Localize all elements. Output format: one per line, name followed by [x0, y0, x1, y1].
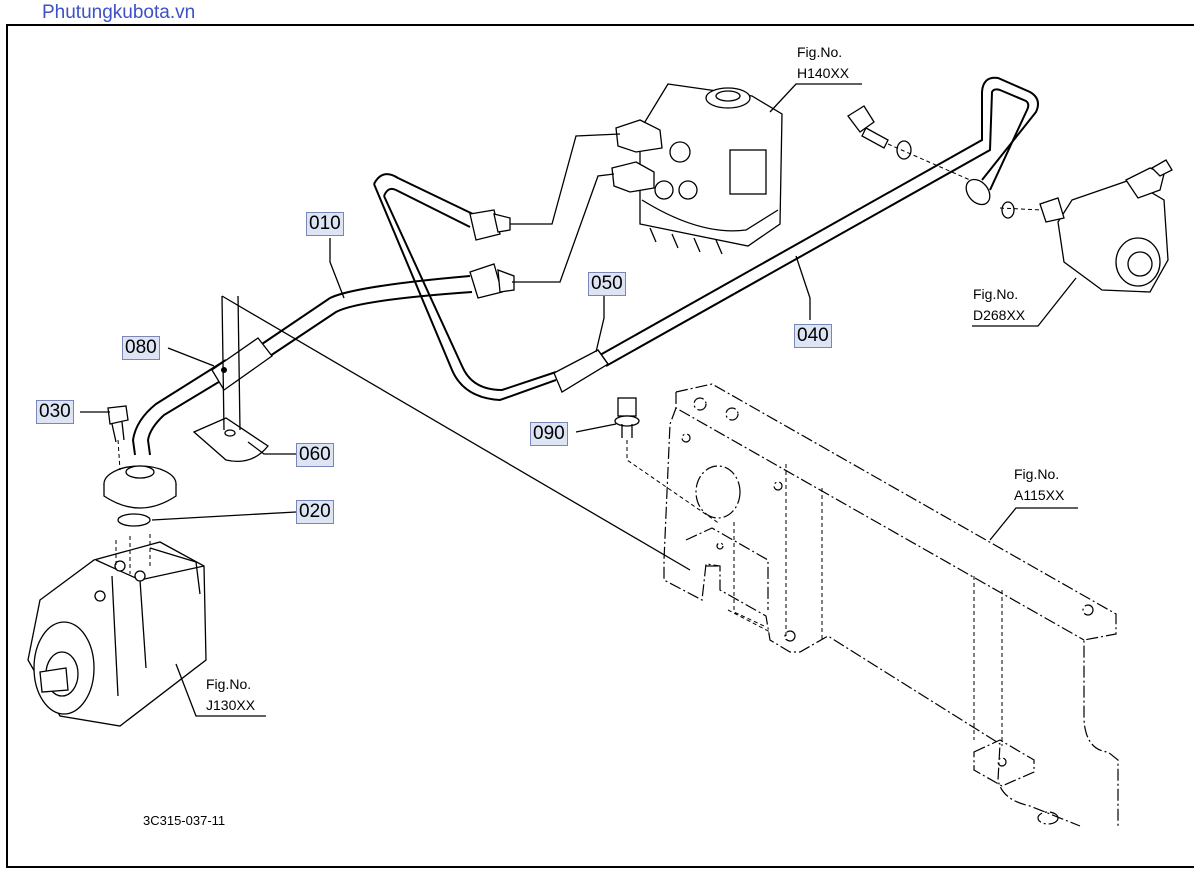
- figure-ref-code: J130XX: [206, 697, 256, 713]
- sleeve-080: [211, 337, 273, 391]
- figure-ref-prefix: Fig.No.: [797, 44, 843, 60]
- part-label-040[interactable]: 040: [794, 324, 832, 348]
- drawing-code: 3C315-037-11: [143, 813, 226, 828]
- o-ring-020: [117, 513, 151, 527]
- hydraulic-pump: [27, 534, 266, 727]
- steering-unit: [510, 83, 862, 283]
- drawing-frame: [6, 24, 1194, 868]
- part-leaders: [80, 238, 811, 521]
- figure-ref-code: D268XX: [973, 307, 1026, 323]
- figure-ref-h140xx[interactable]: Fig.No. H140XX: [797, 42, 849, 84]
- figure-ref-prefix: Fig.No.: [1014, 466, 1060, 482]
- bolt-030: [107, 405, 129, 471]
- part-label-020[interactable]: 020: [296, 500, 334, 524]
- leader-line: [175, 663, 266, 717]
- part-label-050[interactable]: 050: [588, 272, 626, 296]
- leader-line: [221, 295, 691, 571]
- figure-ref-prefix: Fig.No.: [206, 676, 252, 692]
- clamp-060: [192, 295, 269, 463]
- part-label-080[interactable]: 080: [122, 336, 160, 360]
- leader-line: [989, 507, 1078, 541]
- figure-ref-code: H140XX: [797, 65, 850, 81]
- banjo-bolt: [847, 105, 1043, 219]
- figure-ref-j130xx[interactable]: Fig.No. J130XX: [206, 674, 255, 716]
- watermark-text: Phutungkubota.vn: [42, 2, 196, 23]
- figure-ref-code: A115XX: [1014, 487, 1065, 503]
- valve-assembly: [972, 159, 1173, 327]
- part-label-060[interactable]: 060: [296, 443, 334, 467]
- part-label-030[interactable]: 030: [36, 400, 74, 424]
- frame-bracket: [663, 383, 1119, 827]
- flange-fitting: [103, 465, 177, 509]
- figure-ref-a115xx[interactable]: Fig.No. A115XX: [1014, 464, 1064, 506]
- hose-fittings: [469, 209, 515, 299]
- leader-line: [769, 83, 862, 113]
- hose-040: [599, 76, 1039, 367]
- figure-ref-d268xx[interactable]: Fig.No. D268XX: [973, 284, 1025, 326]
- sleeve-050: [553, 349, 609, 393]
- figure-ref-prefix: Fig.No.: [973, 286, 1019, 302]
- bolt-090: [614, 397, 721, 525]
- leader-line: [972, 277, 1077, 327]
- part-label-090[interactable]: 090: [530, 422, 568, 446]
- hose-010: [131, 173, 557, 456]
- part-label-010[interactable]: 010: [306, 212, 344, 236]
